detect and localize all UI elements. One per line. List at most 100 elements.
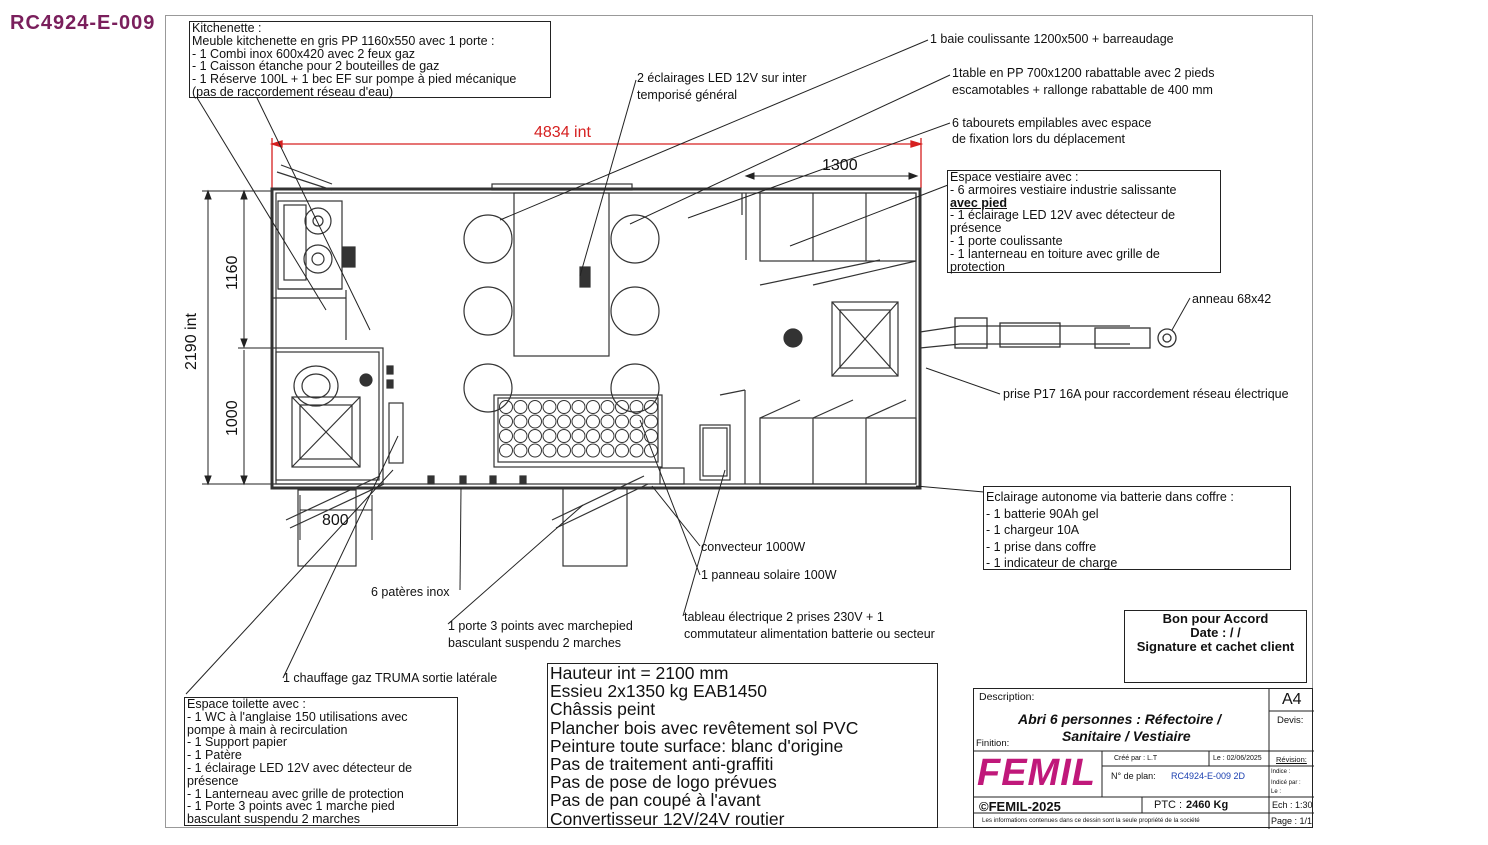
copyright: ©FEMIL-2025 xyxy=(979,799,1061,814)
stacked-stool xyxy=(571,443,586,458)
approval-box: Bon pour Accord Date : / / Signature et … xyxy=(1124,610,1307,683)
stacked-stool xyxy=(644,414,658,429)
toilette-line: basculant suspendu 2 marches xyxy=(187,812,361,827)
spec-line: Châssis peint xyxy=(550,699,656,720)
stacked-stool xyxy=(600,400,615,414)
tabourets-callout-line: 6 tabourets empilables avec espace xyxy=(952,116,1152,130)
toilette-line: pompe à main à recirculation xyxy=(187,722,348,737)
stacked-stool xyxy=(499,400,513,414)
toilet-lanterneau xyxy=(291,396,361,468)
toilette-line: - 1 Lanterneau avec grille de protection xyxy=(187,786,404,801)
stacked-stool xyxy=(499,443,513,458)
towbar xyxy=(919,317,1177,349)
vestiaire-line: avec pied xyxy=(950,195,1007,210)
page-label: Page : 1/1 xyxy=(1271,816,1313,826)
le-label: Le : xyxy=(1271,789,1282,795)
stacked-stool xyxy=(513,429,528,443)
kitchenette-line: - 1 Réserve 100L + 1 bec EF sur pompe à … xyxy=(192,72,517,87)
kitchenette-line: (pas de raccordement réseau d'eau) xyxy=(192,84,394,99)
stacked-stool xyxy=(528,414,542,429)
dim-1300-line xyxy=(744,172,919,180)
plan-number-label: N° de plan: xyxy=(1111,771,1156,781)
dim-1160-label: 1160 xyxy=(224,255,241,290)
doors xyxy=(276,164,649,567)
spec-line: Plancher bois avec revêtement sol PVC xyxy=(550,717,859,738)
stacked-stool xyxy=(557,443,571,458)
stacked-stool xyxy=(600,443,615,458)
porte-callout-line: 1 porte 3 points avec marchepied xyxy=(448,619,633,633)
stacked-stool xyxy=(644,400,658,414)
stacked-stool xyxy=(528,429,542,443)
description-label: Description: xyxy=(979,691,1035,703)
eclairage-line: - 1 batterie 90Ah gel xyxy=(986,506,1099,521)
indice-label: Indice : xyxy=(1271,769,1291,775)
spec-line: Pas de pan coupé à l'avant xyxy=(550,790,761,811)
stacked-stool xyxy=(499,429,513,443)
eclairage-line: - 1 chargeur 10A xyxy=(986,523,1080,537)
stacked-stool xyxy=(528,443,542,458)
femil-logo: FEMIL xyxy=(977,752,1096,794)
vestiaire-line: - 1 porte coulissante xyxy=(950,233,1063,248)
pateres-callout: 6 patères inox xyxy=(371,585,450,599)
stacked-stool xyxy=(600,429,615,443)
led-callout-line: 2 éclairages LED 12V sur inter xyxy=(637,71,807,85)
stool xyxy=(463,363,513,413)
kitchenette-box: Kitchenette : Meuble kitchenette en gris… xyxy=(189,21,551,98)
kitchenette-line: - 1 Caisson étanche pour 2 bouteilles de… xyxy=(192,59,440,74)
led-callout-line: temporisé général xyxy=(637,88,738,102)
kitchenette-line: - 1 Combi inox 600x420 avec 2 feux gaz xyxy=(192,46,416,61)
prise-callout: prise P17 16A pour raccordement réseau é… xyxy=(1003,387,1289,401)
approval-signature: Signature et cachet client xyxy=(1136,639,1295,654)
toilette-line: présence xyxy=(187,773,239,788)
eclairage-box: Eclairage autonome via batterie dans cof… xyxy=(983,486,1291,570)
vestiaire-line: Espace vestiaire avec : xyxy=(950,170,1079,184)
stacked-stool xyxy=(586,414,600,429)
eclairage-line: - 1 indicateur de charge xyxy=(986,556,1118,570)
approval-title: Bon pour Accord xyxy=(1162,611,1269,626)
stool xyxy=(610,286,660,336)
revision-label: Révision: xyxy=(1276,755,1307,764)
lockers-top xyxy=(759,192,917,262)
stacked-stool xyxy=(557,400,571,414)
spec-line: Pas de traitement anti-graffiti xyxy=(550,754,774,775)
dim-800-label: 800 xyxy=(322,512,349,529)
spec-line: Convertisseur 12V/24V routier xyxy=(550,808,785,829)
stacked-stool xyxy=(615,400,629,414)
toilette-box: Espace toilette avec : - 1 WC à l'anglai… xyxy=(184,697,458,826)
electrical-panel xyxy=(699,424,731,481)
vestiaire-line: protection xyxy=(950,259,1005,274)
toilette-line: - 1 WC à l'anglaise 150 utilisations ave… xyxy=(187,709,408,724)
stacked-stool xyxy=(499,414,513,429)
stacked-stool xyxy=(586,443,600,458)
stacked-stool xyxy=(528,400,542,414)
vestiaire-line: - 1 éclairage LED 12V avec détecteur de xyxy=(950,208,1176,223)
stacked-stool xyxy=(615,414,629,429)
stacked-stool xyxy=(600,414,615,429)
vestiaire-line: présence xyxy=(950,221,1002,236)
length-dimension xyxy=(269,138,924,188)
width-int-label: 2190 int xyxy=(183,313,200,370)
ptc-value: 2460 Kg xyxy=(1186,799,1229,811)
led-callout: 2 éclairages LED 12V sur inter temporisé… xyxy=(637,72,807,102)
burner-2 xyxy=(303,244,333,274)
stacked-stool xyxy=(586,400,600,414)
vestiaire-lanterneau xyxy=(831,301,899,377)
stacked-stool xyxy=(629,400,644,414)
vestiaire-box: Espace vestiaire avec : - 6 armoires ves… xyxy=(947,170,1221,273)
stacked-stool xyxy=(513,414,528,429)
cree-par: Créé par : L.T xyxy=(1114,755,1158,762)
chauffage-callout: 1 chauffage gaz TRUMA sortie latérale xyxy=(283,671,498,685)
stacked-stool xyxy=(629,429,644,443)
dim-1300-label: 1300 xyxy=(822,157,858,174)
spec-line: Hauteur int = 2100 mm xyxy=(550,663,729,683)
kitchenette-line: Kitchenette : xyxy=(192,21,262,35)
baie-callout: 1 baie coulissante 1200x500 + barreaudag… xyxy=(930,32,1174,46)
spec-line: Peinture toute surface: blanc d'origine xyxy=(550,735,844,756)
vestiaire-line: - 1 lanterneau en toiture avec grille de xyxy=(950,246,1160,261)
stool xyxy=(463,286,513,336)
stacked-stool xyxy=(586,429,600,443)
dim-1000-label: 1000 xyxy=(224,400,241,436)
stacked-stool xyxy=(513,400,528,414)
tableau-callout-line: commutateur alimentation batterie ou sec… xyxy=(684,627,935,641)
